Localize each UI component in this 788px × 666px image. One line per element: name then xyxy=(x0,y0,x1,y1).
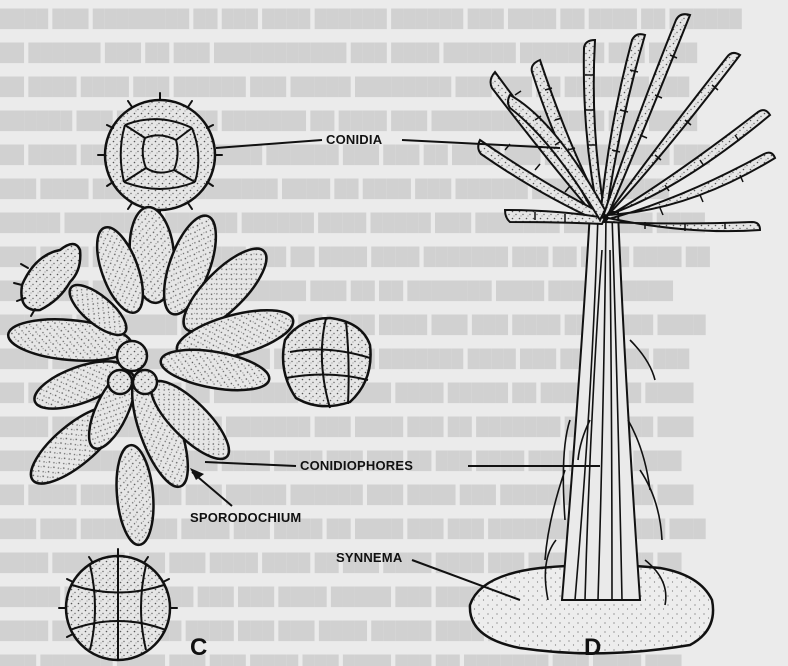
panel-label-c: C xyxy=(190,634,208,662)
conidium-bottom xyxy=(59,549,177,660)
label-sporodochium: SPORODOCHIUM xyxy=(190,510,301,525)
panel-label-d: D xyxy=(584,634,602,662)
label-conidiophores: CONIDIOPHORES xyxy=(300,458,413,473)
label-synnema: SYNNEMA xyxy=(336,550,402,565)
conidium-fragment xyxy=(14,244,80,316)
conidium-small xyxy=(283,318,371,408)
synnema-structure xyxy=(470,14,775,653)
conidium-top xyxy=(98,93,222,217)
label-conidia: CONIDIA xyxy=(326,132,382,147)
sporodochium-arrow-head xyxy=(190,468,204,480)
